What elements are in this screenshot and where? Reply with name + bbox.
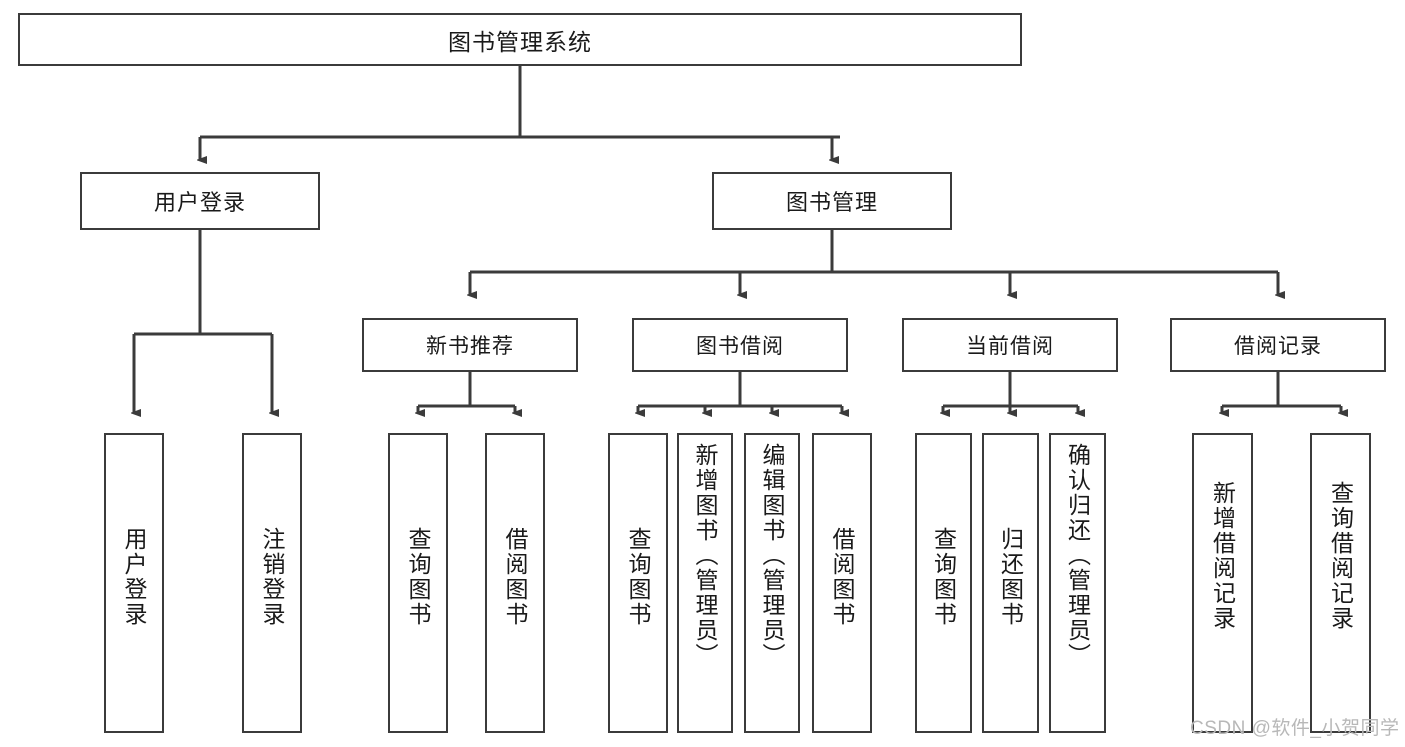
leaf-add-book-admin[interactable]: 新增图书（管理员） [677,433,733,733]
leaf-confirm-return-admin[interactable]: 确认归还（管理员） [1049,433,1106,733]
node-user-login-label: 用户登录 [153,190,246,215]
leaf-query-book-recommend[interactable]: 查询图书 [388,433,448,733]
node-borrow-record[interactable]: 借阅记录 [1170,318,1386,372]
leaf-query-book-current[interactable]: 查询图书 [915,433,972,733]
leaf-query-book-recommend-label: 查询图书 [405,527,432,627]
leaf-borrow-book[interactable]: 借阅图书 [812,433,872,733]
leaf-user-login-label: 用户登录 [121,527,148,627]
node-current-borrow-label: 当前借阅 [966,335,1054,358]
leaf-edit-book-admin[interactable]: 编辑图书（管理员） [744,433,800,733]
leaf-confirm-return-admin-label: 确认归还（管理员） [1064,443,1091,668]
node-current-borrow[interactable]: 当前借阅 [902,318,1118,372]
node-new-book-recommend-label: 新书推荐 [426,335,514,358]
leaf-query-book-borrow[interactable]: 查询图书 [608,433,668,733]
node-user-login[interactable]: 用户登录 [80,172,320,230]
node-book-management-label: 图书管理 [785,190,878,215]
leaf-user-login[interactable]: 用户登录 [104,433,164,733]
node-book-borrow-label: 图书借阅 [696,335,784,358]
leaf-add-borrow-record-label: 新增借阅记录 [1209,481,1236,631]
node-root[interactable]: 图书管理系统 [18,13,1022,66]
node-borrow-record-label: 借阅记录 [1234,335,1322,358]
leaf-borrow-book-label: 借阅图书 [829,527,856,627]
node-book-management[interactable]: 图书管理 [712,172,952,230]
leaf-logout-label: 注销登录 [259,527,286,627]
leaf-add-book-admin-label: 新增图书（管理员） [692,443,719,668]
leaf-edit-book-admin-label: 编辑图书（管理员） [759,443,786,668]
leaf-query-book-current-label: 查询图书 [930,527,957,627]
leaf-borrow-book-recommend[interactable]: 借阅图书 [485,433,545,733]
node-new-book-recommend[interactable]: 新书推荐 [362,318,578,372]
leaf-add-borrow-record[interactable]: 新增借阅记录 [1192,433,1253,733]
node-root-label: 图书管理系统 [448,28,592,55]
leaf-logout[interactable]: 注销登录 [242,433,302,733]
leaf-return-book[interactable]: 归还图书 [982,433,1039,733]
watermark-text: CSDN @软件_小贺同学 [1190,718,1400,739]
leaf-borrow-book-recommend-label: 借阅图书 [502,527,529,627]
leaf-query-borrow-record[interactable]: 查询借阅记录 [1310,433,1371,733]
leaf-return-book-label: 归还图书 [997,527,1024,627]
node-book-borrow[interactable]: 图书借阅 [632,318,848,372]
leaf-query-book-borrow-label: 查询图书 [625,527,652,627]
leaf-query-borrow-record-label: 查询借阅记录 [1327,481,1354,631]
